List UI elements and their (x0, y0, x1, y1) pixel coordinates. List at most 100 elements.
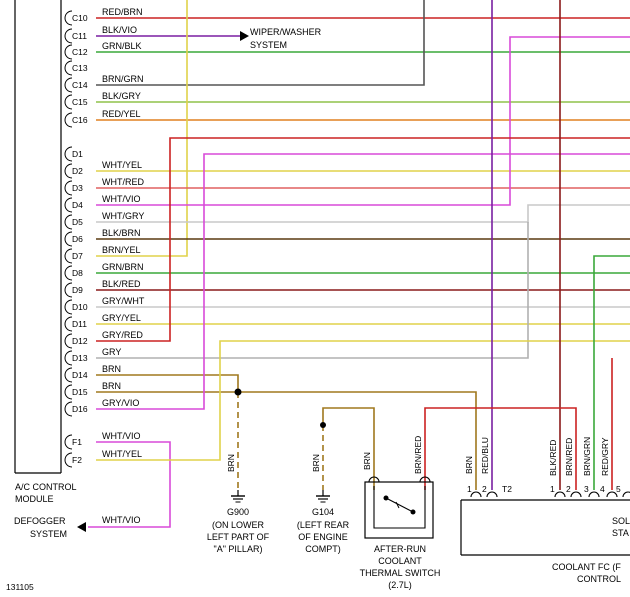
pin-bracket-d5 (64, 214, 73, 230)
wire-f2 (96, 340, 630, 461)
pin-bracket-c16 (64, 112, 73, 128)
wiper-label-1: WIPER/WASHER (250, 27, 322, 37)
coolant-wire-label-4: RED/GRY (600, 437, 610, 476)
pin-label-d13: D13 (72, 353, 88, 363)
pin-bracket-c15 (64, 94, 73, 110)
pin-label-f2: F2 (72, 455, 82, 465)
coolant-label-2: CONTROL (577, 574, 621, 584)
t2-wire1-label: BRN (464, 456, 474, 474)
coolant-pin-4: 4 (600, 484, 605, 494)
pin-bracket-d4 (64, 197, 73, 213)
pin-label-c16: C16 (72, 115, 88, 125)
wire-d14 (96, 374, 239, 392)
wire-label-c15: BLK/GRY (102, 91, 141, 101)
g104-ground-icon (316, 490, 330, 503)
wire-label-c16: RED/YEL (102, 109, 141, 119)
pin-bracket-d8 (64, 265, 73, 281)
pin-bracket-d1 (64, 146, 73, 162)
wire-d4 (96, 36, 630, 206)
pin-bracket-d3 (64, 180, 73, 196)
wire-d15 (96, 391, 477, 490)
t2-wire2-label: RED/BLU (480, 437, 490, 474)
g104-name: G104 (312, 507, 334, 517)
pin-bracket-d2 (64, 163, 73, 179)
pin-label-f1: F1 (72, 437, 82, 447)
pin-bracket-d14 (64, 367, 73, 383)
wire-label-c10: RED/BRN (102, 7, 143, 17)
pin-label-d15: D15 (72, 387, 88, 397)
switch-wire1-label: BRN (362, 452, 372, 470)
g104-dot (320, 422, 326, 428)
pin-list: C10RED/BRNC11BLK/VIOC12GRN/BLKC13C14BRN/… (64, 7, 145, 468)
ac-module-label-1: A/C CONTROL (15, 482, 77, 492)
wire-brn-grn (593, 255, 630, 490)
coolant-pin-socket-1 (554, 491, 566, 498)
switch-line2: COOLANT (378, 556, 422, 566)
g900-line2: LEFT PART OF (207, 532, 270, 542)
wire-label-d6: BLK/BRN (102, 228, 141, 238)
wire-label-d3: WHT/RED (102, 177, 144, 187)
wire-label-f1: WHT/VIO (102, 431, 141, 441)
wire-f1 (88, 441, 171, 528)
pin-label-d5: D5 (72, 217, 83, 227)
g900-name: G900 (227, 507, 249, 517)
t2-pin2: 2 (482, 484, 487, 494)
g900-ground-icon (231, 490, 245, 503)
coolant-pin-5: 5 (616, 484, 621, 494)
coolant-pin-1: 1 (550, 484, 555, 494)
pin-label-d11: D11 (72, 319, 87, 329)
pin-bracket-c11 (64, 28, 73, 44)
pin-label-d12: D12 (72, 336, 88, 346)
coolant-wire-label-1: BLK/RED (548, 440, 558, 476)
wire-c14 (96, 0, 425, 86)
defogger-label-1: DEFOGGER (14, 516, 66, 526)
t2-name: T2 (502, 484, 512, 494)
pin-label-d2: D2 (72, 166, 83, 176)
defogger-arrow-icon (77, 522, 86, 532)
wiper-label-2: SYSTEM (250, 40, 287, 50)
pin-bracket-d11 (64, 316, 73, 332)
defogger-wire-label: WHT/VIO (102, 515, 141, 525)
wire-label-d4: WHT/VIO (102, 194, 141, 204)
wire-label-d12: GRY/RED (102, 330, 143, 340)
pin-bracket-f1 (64, 434, 73, 450)
wire-brn-red (424, 407, 577, 490)
wiper-arrow-icon (240, 31, 249, 41)
pin-label-c10: C10 (72, 13, 88, 23)
coolant-box-text-2: STA (612, 528, 629, 538)
switch-line3: THERMAL SWITCH (360, 568, 441, 578)
wire-label-d13: GRY (102, 347, 121, 357)
pin-label-d1: D1 (72, 149, 83, 159)
pin-label-c11: C11 (72, 31, 87, 41)
pin-label-c13: C13 (72, 63, 88, 73)
coolant-wire-label-3: BRN/GRN (582, 437, 592, 476)
coolant-box-text-1: SOL (612, 516, 630, 526)
splice-dot (234, 388, 242, 396)
pin-bracket-d12 (64, 333, 73, 349)
pin-label-d7: D7 (72, 251, 83, 261)
coolant-label-1: COOLANT FC (F (552, 562, 621, 572)
coolant-pin-socket-2 (570, 491, 582, 498)
pin-bracket-c12 (64, 44, 73, 60)
wire-switch-brn (322, 407, 375, 490)
switch-line1: AFTER-RUN (374, 544, 426, 554)
reference-number: 131105 (6, 582, 34, 592)
wire-label-d8: GRN/BRN (102, 262, 144, 272)
switch-wire2-label: BRN/RED (413, 436, 423, 474)
wire-label-d15: BRN (102, 381, 121, 391)
pin-bracket-d6 (64, 231, 73, 247)
coolant-wire-label-2: BRN/RED (564, 438, 574, 476)
pin-label-d8: D8 (72, 268, 83, 278)
defogger-label-2: SYSTEM (30, 529, 67, 539)
pin-bracket-d16 (64, 401, 73, 417)
coolant-module-box (460, 499, 630, 556)
wire-label-d7: BRN/YEL (102, 245, 141, 255)
pin-bracket-d15 (64, 384, 73, 400)
pin-bracket-d10 (64, 299, 73, 315)
g104-line2: OF ENGINE (298, 532, 348, 542)
ac-module-box (14, 0, 62, 474)
pin-bracket-c13 (64, 60, 73, 76)
